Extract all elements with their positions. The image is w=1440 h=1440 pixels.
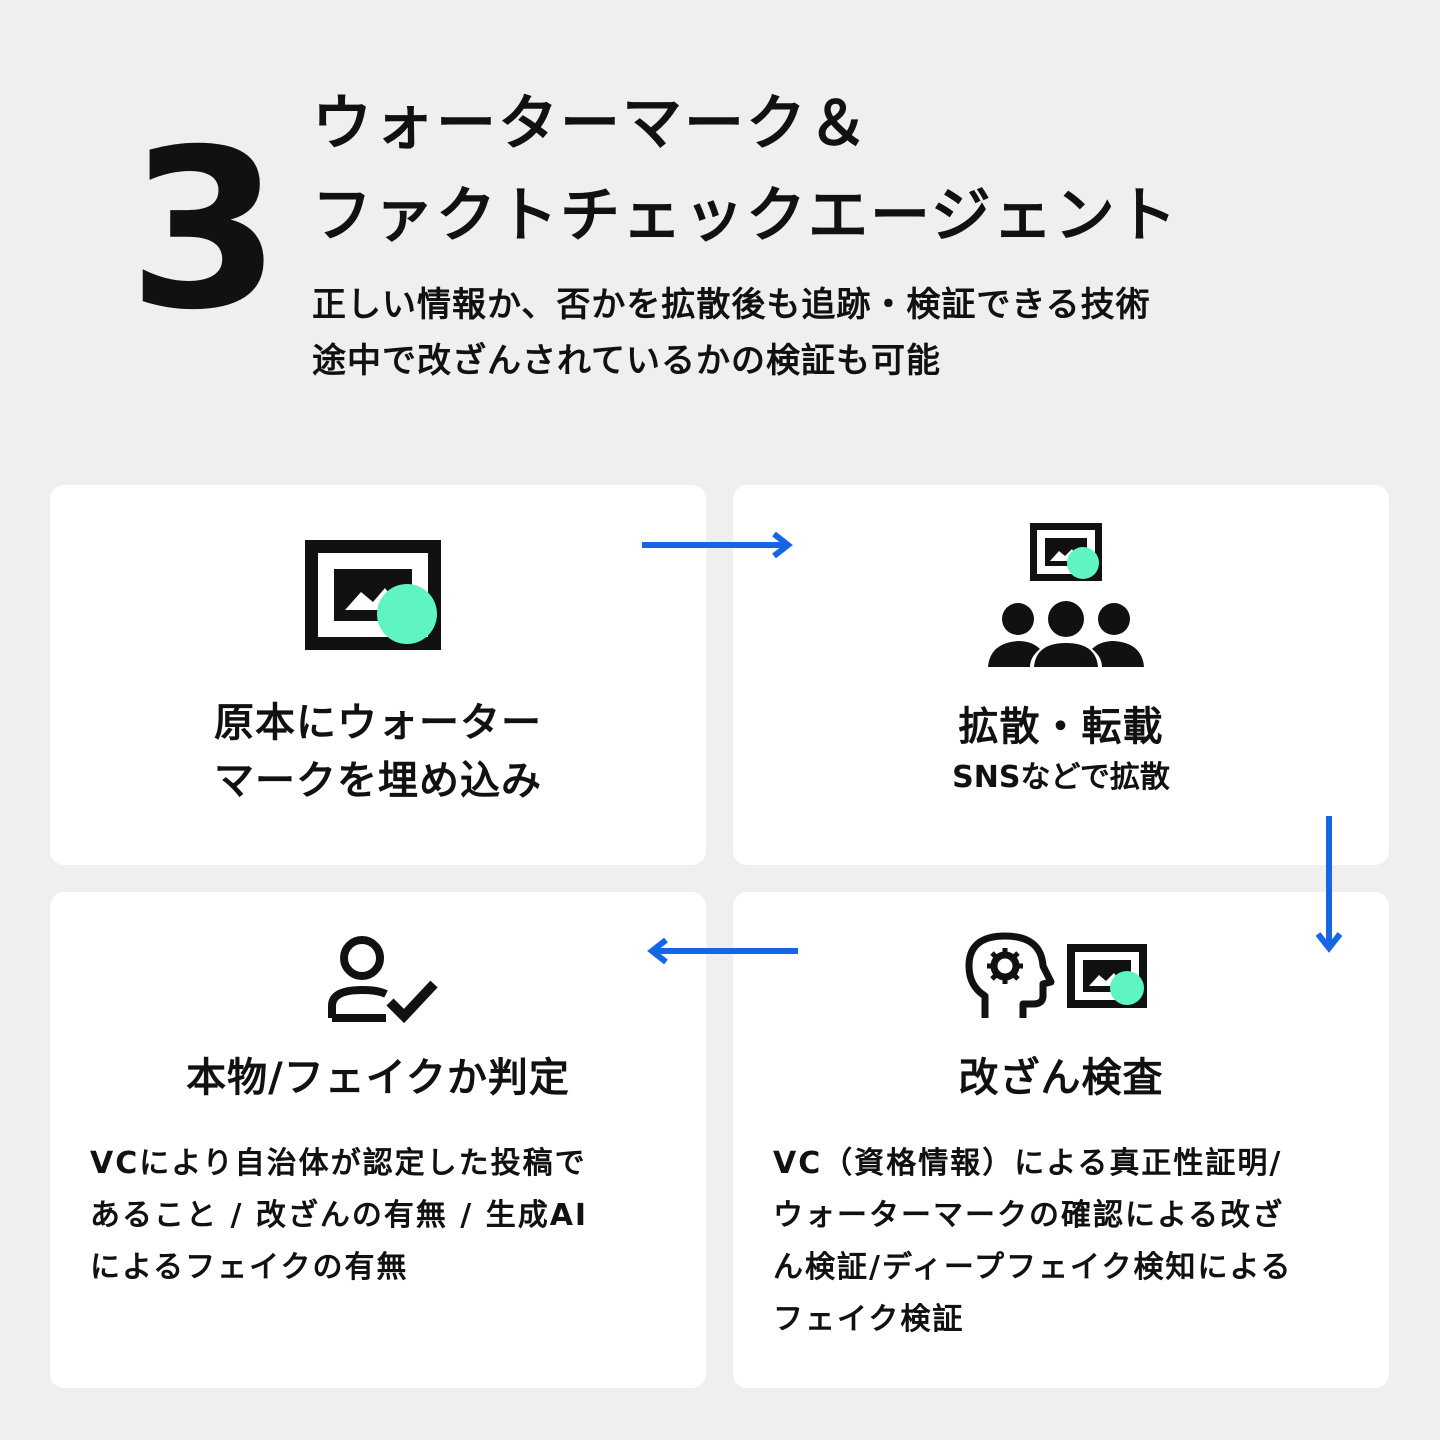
subtitle-line-2: 途中で改ざんされているかの検証も可能 [312,341,941,381]
arrow-left-icon [647,937,798,965]
card-body-line-3: によるフェイクの有無 [90,1250,409,1285]
card-body: VC（資格情報）による真正性証明/ ウォーターマークの確認による改ざ ん検証/デ… [773,1138,1353,1346]
title-line-2: ファクトチェックエージェント [312,181,1179,251]
card-body-line-3: ん検証/ディープフェイク検知による [773,1250,1293,1285]
card-judge: 本物/フェイクか判定 VCにより自治体が認定した投稿で あること / 改ざんの有… [50,892,706,1388]
card-body: VCにより自治体が認定した投稿で あること / 改ざんの有無 / 生成AI によ… [90,1138,670,1294]
card-body-line-2: ウォーターマークの確認による改ざ [773,1198,1285,1233]
card-title-line-2: マークを埋め込み [214,758,542,804]
card-tamper-check: 改ざん検査 VC（資格情報）による真正性証明/ ウォーターマークの確認による改ざ… [733,892,1389,1388]
step-number: 3 [128,102,282,358]
card-body-line-1: VCにより自治体が認定した投稿で [90,1146,587,1181]
arrow-down-icon [1315,816,1343,953]
card-spread: 拡散・転載 SNSなどで拡散 [733,485,1389,865]
card-embed-watermark: 原本にウォーター マークを埋め込み [50,485,706,865]
arrow-right-icon [642,531,793,559]
watermarked-image-icon [305,540,441,650]
title-line-1: ウォーターマーク＆ [312,89,870,159]
card-title-line-1: 原本にウォーター [214,700,542,746]
card-body-line-2: あること / 改ざんの有無 / 生成AI [90,1198,589,1233]
card-body-line-4: フェイク検証 [773,1302,965,1337]
card-title: 改ざん検査 [958,1055,1164,1101]
card-subtitle: SNSなどで拡散 [952,760,1170,795]
head-gear-icon [965,932,1055,1018]
watermarked-image-icon [1067,944,1147,1008]
card-title: 本物/フェイクか判定 [186,1055,570,1101]
group-icon [988,601,1144,667]
user-check-icon [328,936,438,1024]
subtitle-line-1: 正しい情報か、否かを拡散後も追跡・検証できる技術 [312,285,1151,325]
card-title: 拡散・転載 [958,704,1164,750]
card-body-line-1: VC（資格情報）による真正性証明/ [773,1146,1283,1181]
header: 3 ウォーターマーク＆ ファクトチェックエージェント 正しい情報か、否かを拡散後… [0,0,1440,420]
watermarked-image-icon [1030,523,1102,581]
